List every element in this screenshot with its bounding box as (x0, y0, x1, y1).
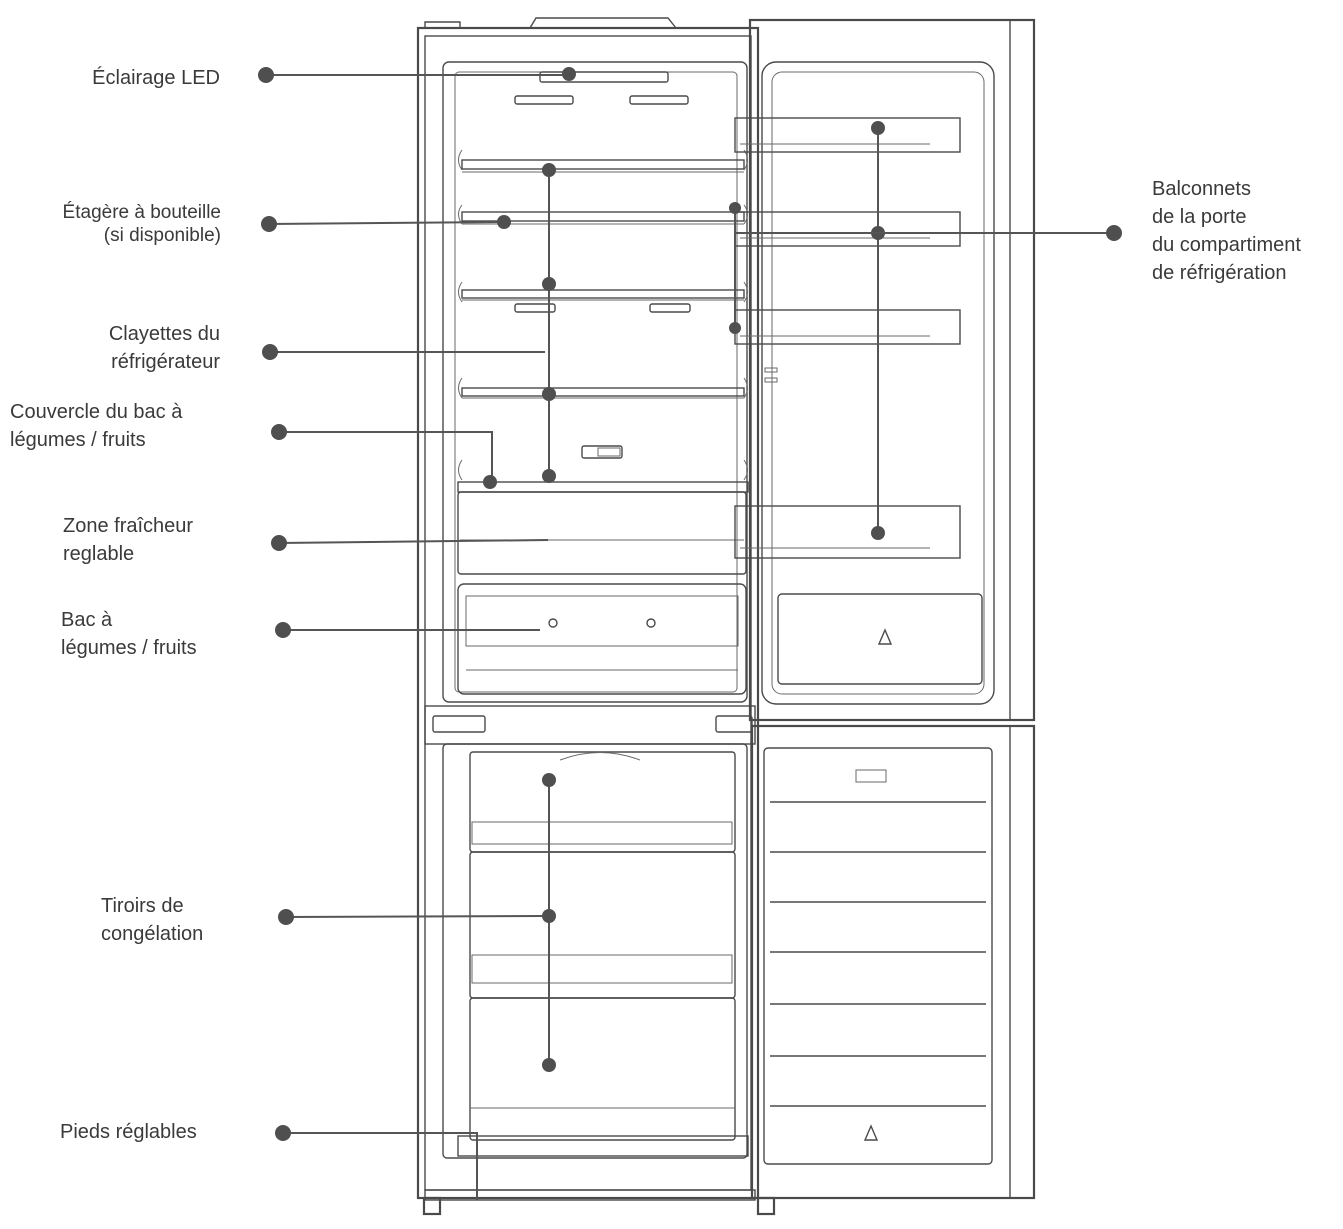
fridge-door (734, 18, 1036, 722)
freezer-door (750, 724, 1036, 1200)
callout-dot-feet (275, 1125, 291, 1141)
callout-dot-crisper-cover (271, 424, 287, 440)
label-led: Éclairage LED (92, 67, 220, 89)
label-door-balconies: Balconnets de la porte du compartiment d… (1152, 178, 1301, 284)
callout-dot-freezer-drawers (278, 909, 294, 925)
callout-dot-led (258, 67, 274, 83)
callout-dot-fresh-zone (271, 535, 287, 551)
label-crisper: Bac à légumes / fruits (61, 609, 197, 659)
fridge-interior (457, 71, 749, 695)
label-bottle-shelf: Étagère à bouteille (si disponible) (62, 202, 221, 246)
callout-dot-shelves (262, 344, 278, 360)
callout-dot-bottle-shelf (261, 216, 277, 232)
label-shelves: Clayettes du réfrigérateur (108, 323, 220, 373)
label-crisper-cover: Couvercle du bac à légumes / fruits (10, 401, 183, 451)
callout-leaders (258, 67, 1122, 1200)
label-fresh-zone: Zone fraîcheur reglable (63, 515, 194, 565)
callout-dot-door-balconies (1106, 225, 1122, 241)
cabinet-outline (416, 17, 776, 1216)
freezer-interior (457, 751, 749, 1157)
label-freezer-drawers: Tiroirs de congélation (101, 895, 204, 945)
label-feet: Pieds réglables (60, 1121, 197, 1143)
callout-dot-crisper (275, 622, 291, 638)
